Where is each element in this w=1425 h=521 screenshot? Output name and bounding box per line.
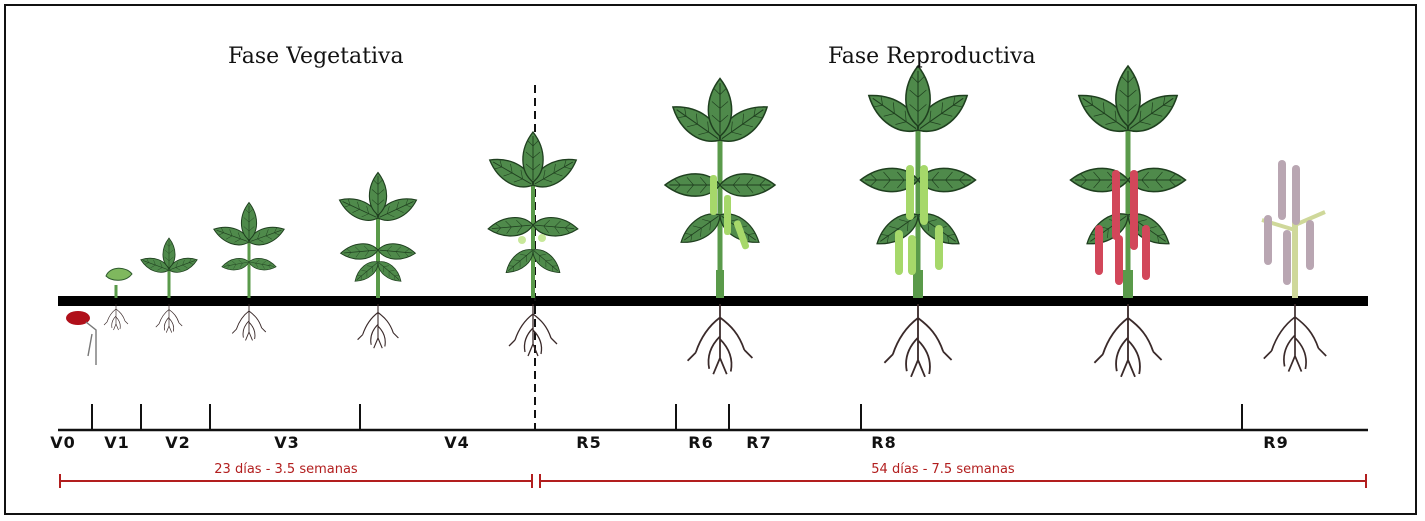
reproductive-duration: 54 días - 7.5 semanas	[871, 462, 1014, 477]
plant-v3	[211, 203, 287, 341]
stage-label-v2: V2	[165, 433, 191, 452]
plant-r9	[1262, 160, 1326, 372]
plant-v0	[66, 311, 96, 365]
timeline-ticks	[92, 404, 1242, 430]
stage-label-v0: V0	[50, 433, 76, 452]
stage-label-r6: R6	[688, 433, 713, 452]
stage-label-r7: R7	[746, 433, 771, 452]
plant-r6	[665, 79, 775, 375]
stage-label-r8: R8	[871, 433, 896, 452]
vegetative-phase-title: Fase Vegetativa	[228, 44, 404, 69]
stage-label-v4: V4	[444, 433, 470, 452]
plant-v4	[336, 173, 420, 349]
stage-label-r9: R9	[1263, 433, 1288, 452]
stage-label-v1: V1	[104, 433, 130, 452]
plant-v2	[139, 238, 200, 333]
stage-label-v3: V3	[274, 433, 300, 452]
ground-line	[58, 296, 1368, 306]
vegetative-duration: 23 días - 3.5 semanas	[214, 462, 357, 477]
plant-v4-flowering	[485, 132, 582, 356]
reproductive-phase-title: Fase Reproductiva	[828, 44, 1036, 69]
stage-label-r5: R5	[576, 433, 601, 452]
plant-r8	[861, 66, 976, 377]
plant-r8-mature	[1071, 66, 1186, 377]
